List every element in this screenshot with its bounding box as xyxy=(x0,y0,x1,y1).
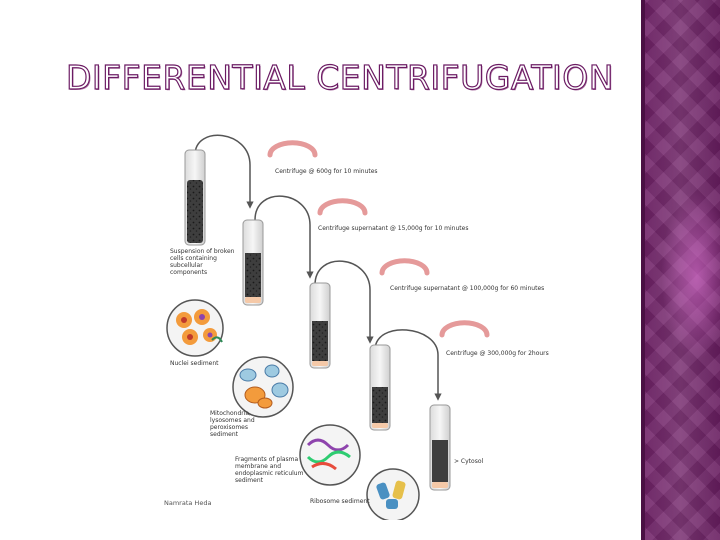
step-1-line: Centrifuge @ 600g for 10 minutes xyxy=(275,168,378,175)
mito-line-3: peroxisomes xyxy=(210,424,248,431)
centrifuge-arrow-4 xyxy=(442,323,487,335)
step-4-label: Centrifuge @ 300,000g for 2hours xyxy=(446,350,549,357)
mito-label: Mitochondria, lysosomes and peroxisomes … xyxy=(210,410,257,438)
nuclei-sediment-illustration xyxy=(167,300,223,356)
slide-title: DIFFERENTIAL CENTRIFUGATION xyxy=(66,58,614,97)
mito-line-4: sediment xyxy=(210,431,239,438)
suspension-line-3: subcellular xyxy=(170,262,203,269)
step-2-label: Centrifuge supernatant @ 15,000g for 10 … xyxy=(318,225,468,232)
step-4-line: Centrifuge @ 300,000g for 2hours xyxy=(446,350,549,357)
suspension-line-1: Suspension of broken xyxy=(170,248,235,255)
decorative-side-panel xyxy=(641,0,720,540)
centrifuge-arrow-1 xyxy=(270,143,315,155)
centrifuge-arrow-2 xyxy=(320,201,365,213)
mito-line-2: lysosomes and xyxy=(210,417,255,424)
cytosol-label: > Cytosol xyxy=(454,458,483,465)
centrifuge-arrow-3 xyxy=(382,261,427,273)
ribosome-label: Ribosome sediment xyxy=(310,498,370,505)
step-1-label: Centrifuge @ 600g for 10 minutes xyxy=(275,168,378,175)
mitochondria-sediment-illustration xyxy=(233,357,293,417)
nuclei-label: Nuclei sediment xyxy=(170,360,219,367)
tube-1 xyxy=(185,150,205,245)
step-3-line: Centrifuge supernatant @ 100,000g for 60… xyxy=(390,285,544,292)
membrane-fragments-illustration xyxy=(300,425,360,485)
mito-line-1: Mitochondria, xyxy=(210,410,251,417)
tube-5 xyxy=(430,405,450,490)
tube-4 xyxy=(370,345,390,430)
fragments-line-2: membrane and xyxy=(235,463,281,470)
ribosome-sediment-illustration xyxy=(367,469,419,520)
step-2-line: Centrifuge supernatant @ 15,000g for 10 … xyxy=(318,225,468,232)
tube-2 xyxy=(243,220,263,305)
suspension-line-2: cells containing xyxy=(170,255,217,262)
suspension-label: Suspension of broken cells containing su… xyxy=(170,248,236,276)
fragments-line-1: Fragments of plasma xyxy=(235,456,299,463)
fragments-line-3: endoplasmic reticulum xyxy=(235,470,304,477)
credit-text: Namrata Heda xyxy=(164,499,211,507)
fragments-line-4: sediment xyxy=(235,477,264,484)
tube-3 xyxy=(310,283,330,368)
centrifugation-diagram: Centrifuge @ 600g for 10 minutes Centrif… xyxy=(150,125,640,520)
suspension-line-4: components xyxy=(170,269,207,276)
step-3-label: Centrifuge supernatant @ 100,000g for 60… xyxy=(390,285,544,292)
fragments-label: Fragments of plasma membrane and endopla… xyxy=(235,456,305,484)
